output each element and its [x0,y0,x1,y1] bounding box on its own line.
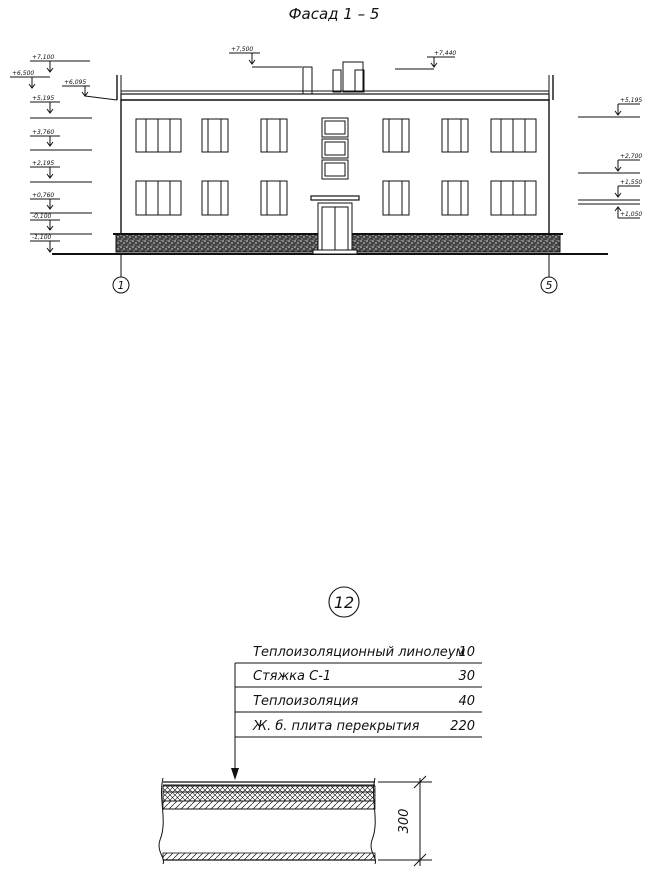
elevation-label: +3,760 [32,129,54,136]
layer-thickness: 30 [458,669,475,684]
elevation-label: +6,095 [64,79,86,86]
elevation-label: +0,760 [32,192,54,199]
dimension-total: 300 [378,775,432,867]
layer-name: Теплоизоляция [253,694,358,709]
elevation-label: +7,500 [231,46,253,53]
node-marker: 12 [328,586,360,618]
axis-label-left: 1 [118,279,125,292]
layer-thickness: 40 [458,694,475,709]
elevation-label: +2,700 [620,153,642,160]
elevation-label: -0,100 [32,213,52,220]
layer-callout-table: Теплоизоляционный линолеум 10 Стяжка С-1… [231,645,482,780]
elevation-label: -1,100 [32,234,52,241]
facade-building [52,61,608,255]
dimension-label: 300 [397,809,412,834]
floor-section [158,777,377,865]
axis-label-right: 5 [546,279,553,292]
elevation-label: +7,440 [434,50,456,57]
layer-name: Стяжка С-1 [253,669,331,684]
elevation-label: +1,550 [620,179,642,186]
elevation-label: +6,500 [12,70,34,77]
elevation-label: +5,195 [620,97,642,104]
facade-title: Фасад 1 – 5 [289,5,380,23]
layer-thickness: 220 [450,719,475,734]
elevation-label: +5,195 [32,95,54,102]
node-number: 12 [334,593,354,612]
elevation-marks-top: +7,500 +7,440 [229,46,456,70]
axis-markers: 1 5 [112,254,558,294]
elevation-label: +7,100 [32,54,54,61]
layer-name: Теплоизоляционный линолеум [253,645,465,660]
elevation-label: +2,195 [32,160,54,167]
elevation-marks-left: +7,100 +6,500 +6,095 +5,195 +3,760 +2,19… [10,54,118,253]
layer-name: Ж. б. плита перекрытия [252,719,420,734]
elevation-marks-right: +5,195 +2,700 +1,550 +1,050 [578,97,642,219]
elevation-label: +1,050 [620,211,642,218]
layer-thickness: 10 [458,645,475,660]
